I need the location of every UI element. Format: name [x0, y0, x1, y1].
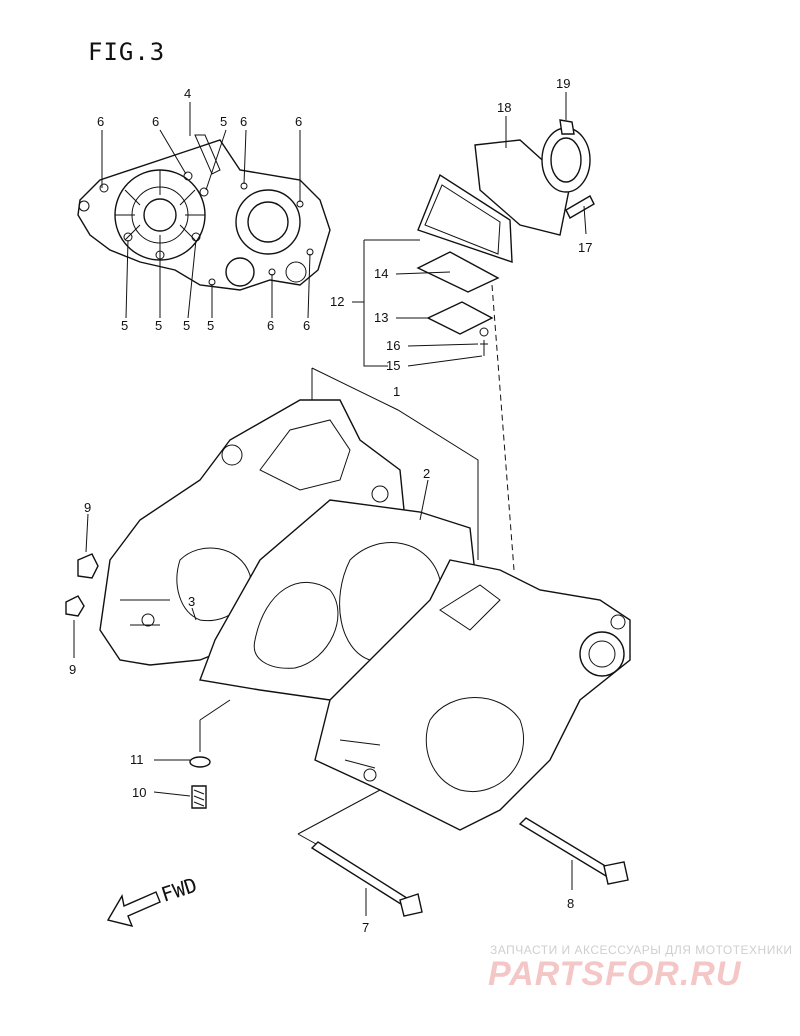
callout-3: 3	[188, 594, 195, 609]
callout-5: 5	[183, 318, 190, 333]
callout-11: 11	[130, 752, 144, 767]
callout-10: 10	[132, 785, 146, 800]
callout-5: 5	[121, 318, 128, 333]
callout-12: 12	[330, 294, 344, 309]
callout-6: 6	[97, 114, 104, 129]
callout-6: 6	[295, 114, 302, 129]
crankcase-cover-drawing	[77, 134, 331, 291]
hardware-drawing	[65, 553, 629, 917]
callout-7: 7	[362, 920, 369, 935]
callout-6: 6	[267, 318, 274, 333]
callout-4: 4	[184, 86, 191, 101]
fwd-direction-arrow: FWD	[106, 873, 200, 928]
callout-9: 9	[84, 500, 91, 515]
watermark-logo: PARTSFOR.RU	[488, 955, 742, 993]
intake-assembly-drawing	[416, 119, 595, 356]
callout-8: 8	[567, 896, 574, 911]
intake-leader-lines	[352, 92, 587, 571]
callout-17: 17	[578, 240, 592, 255]
fwd-label: FWD	[158, 873, 200, 907]
cover-leader-lines	[101, 102, 311, 319]
callout-5: 5	[207, 318, 214, 333]
callout-1: 1	[393, 384, 400, 399]
crankcase-drawing	[99, 399, 631, 831]
callout-6: 6	[152, 114, 159, 129]
callout-18: 18	[497, 100, 511, 115]
watermark-tagline: ЗАПЧАСТИ И АКСЕССУАРЫ ДЛЯ МОТОТЕХНИКИ	[490, 943, 793, 957]
callout-13: 13	[374, 310, 388, 325]
crankcase-leader-lines	[73, 367, 573, 916]
callout-16: 16	[386, 338, 400, 353]
callout-9: 9	[69, 662, 76, 677]
callout-14: 14	[374, 266, 388, 281]
callout-5: 5	[155, 318, 162, 333]
callout-6: 6	[240, 114, 247, 129]
callout-6: 6	[303, 318, 310, 333]
callout-2: 2	[423, 466, 430, 481]
callout-19: 19	[556, 76, 570, 91]
callout-labels: 4 6 6 5 6 6 5 5 5 5 6 6 18 19 17 14 12 1…	[69, 76, 592, 935]
callout-15: 15	[386, 358, 400, 373]
figure-title: FIG.3	[88, 38, 166, 66]
callout-5: 5	[220, 114, 227, 129]
